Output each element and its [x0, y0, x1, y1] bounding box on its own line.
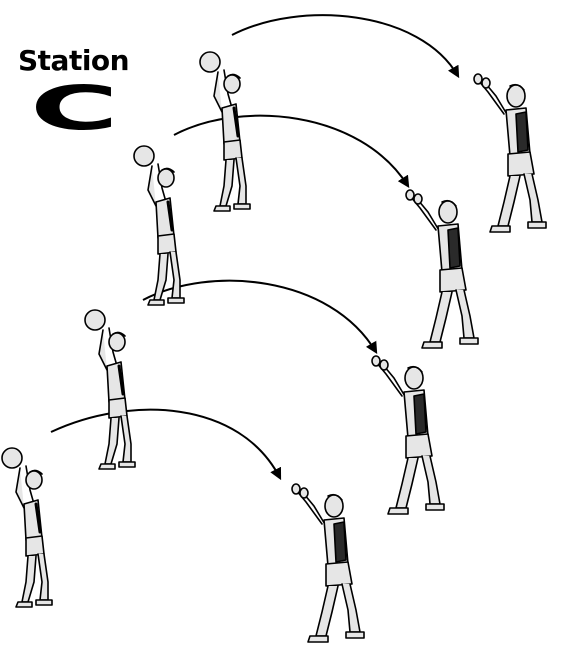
- station-title: Station: [18, 44, 130, 77]
- receiver-4: [291, 483, 365, 643]
- pass-arc-1: [231, 14, 460, 79]
- receiver-3: [371, 355, 445, 515]
- thrower-1: [198, 50, 252, 213]
- receiver-2: [405, 189, 479, 349]
- receiver-1: [473, 73, 547, 233]
- pass-arc-4: [50, 408, 282, 481]
- pass-arc-3: [142, 279, 378, 355]
- thrower-3: [83, 308, 137, 471]
- pass-arc-2: [173, 114, 410, 189]
- thrower-4: [0, 446, 54, 609]
- station-letter: C: [30, 73, 119, 145]
- thrower-2: [132, 144, 186, 307]
